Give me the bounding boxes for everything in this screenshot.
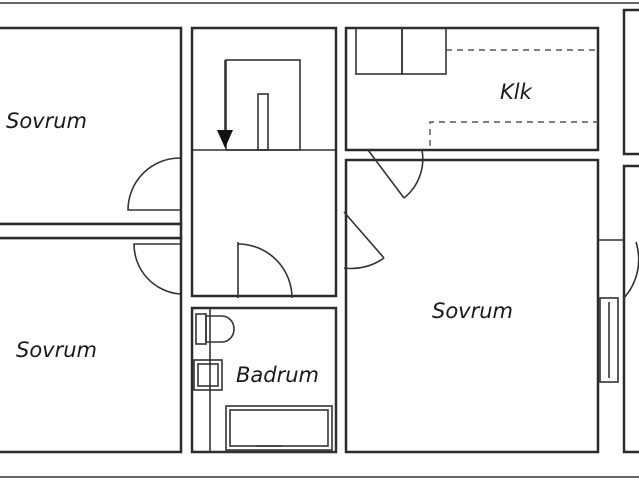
- room-bedroom-bottom-left: [0, 236, 183, 454]
- toilet-bowl-icon: [205, 315, 235, 343]
- room-far-right-bottom: [622, 164, 639, 454]
- sink-icon: [193, 359, 223, 391]
- door-far-right: [598, 239, 639, 299]
- entrance-arrow-icon: [217, 130, 233, 148]
- bathtub-icon: [225, 405, 333, 451]
- label-kitchen: Klk: [500, 80, 533, 104]
- door-bedroom-top-left: [127, 157, 181, 211]
- sink-basin-icon: [197, 363, 219, 387]
- door-bathroom: [237, 242, 293, 299]
- door-bedroom-bottom-left: [133, 243, 181, 295]
- room-bathroom: [190, 306, 338, 454]
- bathroom-inner: [209, 307, 337, 453]
- label-bedroom-top-left: Sovrum: [6, 109, 87, 133]
- door-bedroom-right: [343, 211, 385, 270]
- label-bedroom-right: Sovrum: [432, 299, 513, 323]
- room-bedroom-right: [344, 158, 600, 454]
- room-kitchen: [344, 26, 600, 152]
- radiator-icon: [599, 297, 619, 383]
- kitchen-counter-dashed-bottom: [429, 121, 598, 146]
- label-bedroom-bottom-left: Sovrum: [16, 338, 97, 362]
- wall-divider-left: [0, 222, 183, 240]
- label-bathroom: Badrum: [236, 363, 319, 387]
- room-far-right-top: [622, 8, 639, 156]
- room-bedroom-top-left: [0, 26, 183, 226]
- room-hallway: [190, 26, 338, 298]
- door-kitchen: [367, 149, 424, 199]
- kitchen-cabinet-2: [401, 27, 447, 75]
